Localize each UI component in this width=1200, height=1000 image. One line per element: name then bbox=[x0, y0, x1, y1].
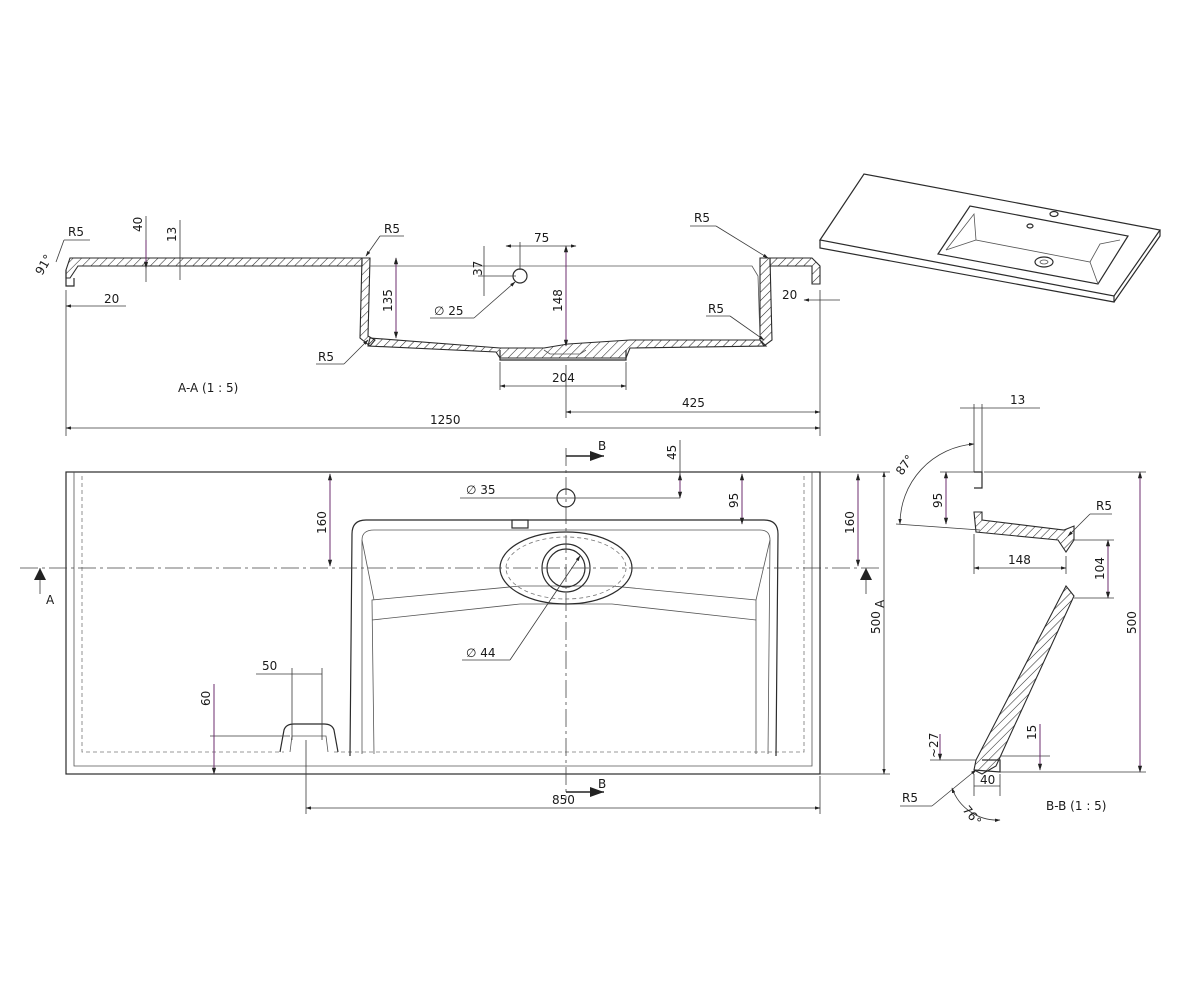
plan-lip-hidden bbox=[81, 476, 805, 753]
dim-204: 204 bbox=[552, 371, 575, 385]
section-bb-label: B-B (1 : 5) bbox=[1046, 799, 1107, 813]
iso-front-face bbox=[819, 240, 1115, 303]
dim-95-bb: 95 bbox=[931, 493, 945, 508]
dim-95-plan: 95 bbox=[727, 493, 741, 508]
dim-40-bb: 40 bbox=[980, 773, 995, 787]
dim-850: 850 bbox=[552, 793, 575, 807]
aa-basin-left-wall bbox=[359, 257, 376, 347]
aa-drain-recess bbox=[499, 350, 627, 361]
dim-dia35: ∅ 35 bbox=[466, 483, 496, 497]
plan-notch-inner bbox=[289, 735, 329, 753]
plan-view: A A B B 45 ∅ 35 95 160 bbox=[20, 439, 890, 814]
bb-top-edge bbox=[974, 471, 983, 489]
iso-drain bbox=[1034, 256, 1054, 268]
dim-60: 60 bbox=[199, 691, 213, 706]
isometric-view bbox=[818, 173, 1162, 303]
iso-basin-inner bbox=[945, 212, 1121, 263]
aa-basin-bottom bbox=[367, 337, 768, 359]
plan-basin-left-slope bbox=[361, 539, 771, 601]
section-marker-b-bottom: B bbox=[598, 777, 606, 791]
dim-15: 15 bbox=[1025, 725, 1039, 740]
dim-angle87: 87° bbox=[893, 452, 917, 477]
aa-slab-left bbox=[65, 257, 363, 279]
dim-50: 50 bbox=[262, 659, 277, 673]
aa-drain-inner bbox=[543, 349, 587, 355]
bb-bottom-foot bbox=[973, 759, 1001, 773]
dim-45: 45 bbox=[665, 445, 679, 460]
dim-148-aa: 148 bbox=[551, 289, 565, 312]
dim-104: 104 bbox=[1093, 557, 1107, 580]
dim-r5-inner-right: R5 bbox=[708, 302, 724, 316]
dim-37: 37 bbox=[471, 261, 485, 276]
dim-r5-bb-bottom: R5 bbox=[902, 791, 918, 805]
aa-basin-right-wall bbox=[759, 257, 773, 347]
iso-basin-slope bbox=[945, 239, 1099, 285]
dim-27: ~27 bbox=[927, 733, 941, 758]
dim-r5-bottom-left: R5 bbox=[318, 350, 334, 364]
dim-13-aa: 13 bbox=[165, 227, 179, 242]
dim-135: 135 bbox=[381, 289, 395, 312]
dim-500-plan: 500 bbox=[869, 611, 883, 634]
bb-sloped-wall bbox=[973, 584, 1075, 775]
plan-notch bbox=[279, 723, 339, 753]
iso-tap-hole bbox=[1049, 210, 1059, 218]
section-aa-view: 1250 425 204 148 75 37 ∅ 25 bbox=[32, 211, 840, 436]
plan-basin-floor bbox=[371, 585, 757, 755]
dim-r5-bb-top: R5 bbox=[1096, 499, 1112, 513]
plan-basin-inner bbox=[361, 529, 771, 755]
dim-1250: 1250 bbox=[430, 413, 461, 427]
aa-left-lip bbox=[65, 270, 75, 287]
dim-20-right: 20 bbox=[782, 288, 797, 302]
section-markers: A A B B bbox=[34, 439, 887, 797]
iso-right-face bbox=[1113, 230, 1161, 303]
bb-dimensions: 13 87° 95 R5 148 104 bbox=[893, 393, 1146, 828]
dim-75: 75 bbox=[534, 231, 549, 245]
iso-top-face bbox=[818, 173, 1162, 297]
iso-overflow bbox=[1026, 223, 1034, 229]
aa-dimensions: 1250 425 204 148 75 37 ∅ 25 bbox=[32, 211, 840, 436]
dim-r5-inner-left: R5 bbox=[384, 222, 400, 236]
section-marker-a-right: A bbox=[873, 599, 887, 608]
dim-160-left: 160 bbox=[315, 511, 329, 534]
dim-r5-top-right: R5 bbox=[694, 211, 710, 225]
dim-dia25: ∅ 25 bbox=[434, 304, 464, 318]
plan-basin-floor-line bbox=[371, 603, 757, 621]
dim-13-bb: 13 bbox=[1010, 393, 1025, 407]
aa-slab-right bbox=[769, 257, 821, 285]
dim-160-right: 160 bbox=[843, 511, 857, 534]
dim-angle91: 91° bbox=[32, 252, 55, 277]
section-aa-label: A-A (1 : 5) bbox=[178, 381, 238, 395]
dim-r5-left: R5 bbox=[68, 225, 84, 239]
plan-basin-outer bbox=[349, 519, 779, 757]
aa-basin-inner bbox=[370, 265, 761, 339]
section-marker-b-top: B bbox=[598, 439, 606, 453]
dim-500-bb: 500 bbox=[1125, 611, 1139, 634]
dim-148-bb: 148 bbox=[1008, 553, 1031, 567]
iso-drain-inner bbox=[1039, 259, 1049, 265]
dim-20-left: 20 bbox=[104, 292, 119, 306]
plan-outline bbox=[65, 471, 821, 775]
iso-basin-rim bbox=[936, 205, 1129, 285]
section-bb-view: 13 87° 95 R5 148 104 bbox=[893, 393, 1146, 828]
dim-425: 425 bbox=[682, 396, 705, 410]
dim-40: 40 bbox=[131, 217, 145, 232]
plan-overflow-slot bbox=[511, 519, 529, 529]
dim-dia44: ∅ 44 bbox=[466, 646, 496, 660]
plan-inner-outline bbox=[73, 472, 813, 767]
section-marker-a-left: A bbox=[46, 593, 55, 607]
bb-slab bbox=[973, 511, 1075, 553]
dim-angle76: 76° bbox=[960, 803, 984, 828]
plan-dimensions: 45 ∅ 35 95 160 160 500 ∅ 44 bbox=[199, 440, 890, 814]
